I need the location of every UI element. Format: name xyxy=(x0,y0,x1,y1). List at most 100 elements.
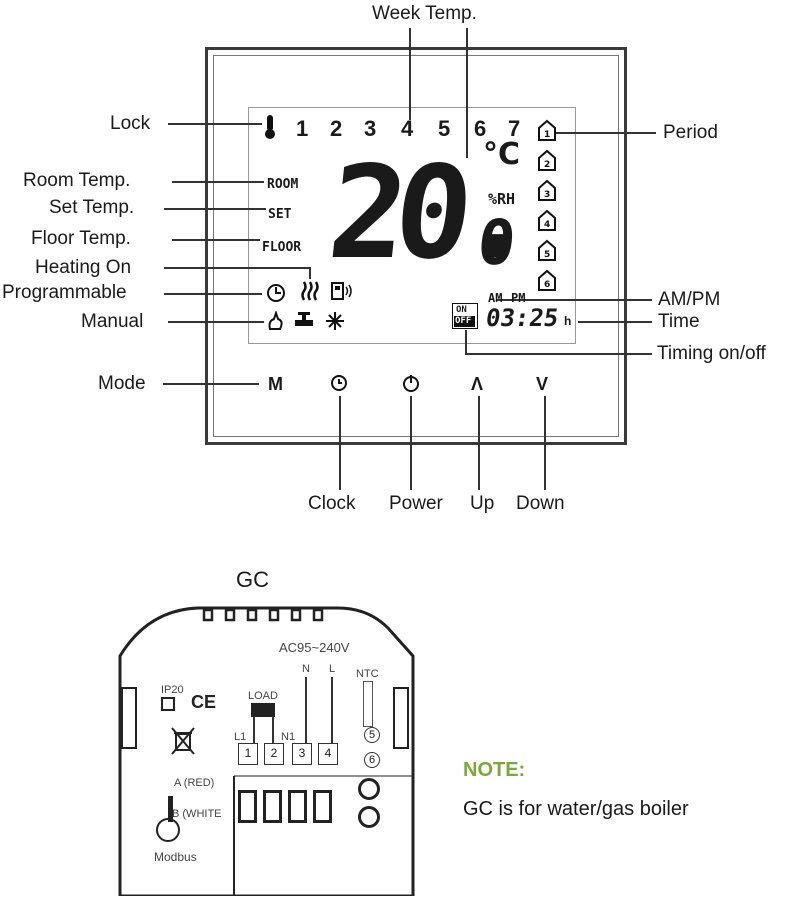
timing-on-text: ON xyxy=(456,305,467,315)
up-button[interactable]: Λ xyxy=(471,374,484,394)
ntc-label: NTC xyxy=(356,668,379,680)
leader-set-temp xyxy=(164,208,266,210)
label-timing-on-off: Timing on/off xyxy=(657,343,766,364)
floor-indicator: FLOOR xyxy=(262,240,302,255)
terminal-2: 2 xyxy=(264,743,284,765)
wire-n1 xyxy=(272,716,274,743)
thermostat-outer-frame xyxy=(205,47,627,445)
wire-l xyxy=(331,677,333,743)
leader-am-pm xyxy=(497,299,652,301)
modbus-wire xyxy=(168,796,173,822)
label-mode: Mode xyxy=(98,373,146,394)
label-set-temp: Set Temp. xyxy=(49,197,135,218)
down-button[interactable]: V xyxy=(536,374,549,394)
n-label: N xyxy=(302,663,310,675)
day-1: 1 xyxy=(296,116,309,141)
leader-room-temp xyxy=(172,181,264,183)
timing-off-bg xyxy=(454,316,475,327)
label-manual: Manual xyxy=(81,311,144,332)
label-time: Time xyxy=(658,311,700,332)
leader-week-temp-2 xyxy=(466,28,468,158)
b-white-label: B (WHITE xyxy=(172,808,222,820)
time-hour-suffix: h xyxy=(564,314,572,328)
ce-mark: CE xyxy=(191,692,217,712)
modbus-label: Modbus xyxy=(154,850,197,864)
leader-timing-on-off xyxy=(465,353,652,355)
ntc-sensor xyxy=(363,681,373,727)
wiring-board-outline xyxy=(118,606,415,896)
wiring-title: GC xyxy=(236,567,269,592)
heating-icon xyxy=(301,281,319,301)
leader-power xyxy=(410,396,412,490)
leader-mode xyxy=(163,383,259,385)
leader-down xyxy=(544,396,546,490)
leader-heating-on-v xyxy=(309,267,311,279)
label-room-temp: Room Temp. xyxy=(23,170,131,191)
manual-hand-icon xyxy=(268,311,283,330)
snowflake-icon xyxy=(326,312,344,330)
slot-1 xyxy=(238,790,257,823)
thermometer-lock-icon xyxy=(265,115,275,139)
svg-text:5: 5 xyxy=(544,250,550,260)
double-insulation-icon xyxy=(161,697,175,711)
lcd-screen xyxy=(248,107,576,344)
slot-4 xyxy=(313,790,332,823)
time-display: 03:25 xyxy=(484,304,561,332)
day-3: 3 xyxy=(364,116,377,141)
wire-n xyxy=(305,677,307,743)
wire-l1 xyxy=(253,716,255,743)
slot-3 xyxy=(288,790,307,823)
clock-button[interactable] xyxy=(330,374,348,392)
leader-programmable xyxy=(164,293,262,295)
screw-hole-bottom xyxy=(358,806,380,828)
leader-timing-v xyxy=(465,330,467,354)
label-floor-temp: Floor Temp. xyxy=(31,228,131,249)
ip-rating: IP20 xyxy=(161,684,184,696)
note-text: GC is for water/gas boiler xyxy=(463,798,689,820)
terminal-1: 1 xyxy=(238,743,258,765)
svg-text:1: 1 xyxy=(544,130,550,140)
day-4: 4 xyxy=(401,116,414,141)
leader-heating-on xyxy=(164,267,310,269)
valve-icon xyxy=(295,312,313,326)
power-button[interactable] xyxy=(402,374,420,392)
leader-time xyxy=(578,321,652,323)
label-programmable: Programmable xyxy=(2,282,127,303)
terminal-3: 3 xyxy=(292,743,312,765)
label-heating-on: Heating On xyxy=(35,257,132,278)
svg-text:6: 6 xyxy=(544,280,550,290)
terminal-4: 4 xyxy=(318,743,338,765)
load-label: LOAD xyxy=(248,690,278,702)
label-clock: Clock xyxy=(308,493,356,514)
set-indicator: SET xyxy=(268,207,292,222)
temperature-decimal: 0 xyxy=(474,206,520,279)
am-indicator: AM xyxy=(488,291,503,305)
terminal-6: 6 xyxy=(364,752,380,768)
day-7: 7 xyxy=(508,116,521,141)
timing-off-text: OFF xyxy=(455,316,472,326)
label-down: Down xyxy=(516,493,565,514)
mode-button[interactable]: M xyxy=(268,374,283,394)
modbus-connector xyxy=(156,818,180,842)
note-title: NOTE: xyxy=(463,759,526,781)
leader-up xyxy=(478,396,480,490)
day-2: 2 xyxy=(330,116,343,141)
label-am-pm: AM/PM xyxy=(658,289,721,310)
label-up: Up xyxy=(470,493,495,514)
leader-floor-temp xyxy=(172,239,260,241)
l1-label: L1 xyxy=(234,731,247,743)
svg-text:4: 4 xyxy=(544,220,550,230)
n1-label: N1 xyxy=(281,731,296,743)
label-power: Power xyxy=(389,493,443,514)
humidity-indicator: %RH xyxy=(488,190,516,208)
a-red-label: A (RED) xyxy=(174,777,215,789)
slot-2 xyxy=(263,790,282,823)
terminal-5: 5 xyxy=(364,727,380,743)
label-week-temp: Week Temp. xyxy=(372,3,477,24)
house-icons: 123 456 xyxy=(538,119,556,291)
room-indicator: ROOM xyxy=(267,177,299,192)
svg-text:3: 3 xyxy=(544,190,550,200)
label-period: Period xyxy=(663,122,718,143)
day-6: 6 xyxy=(474,116,487,141)
